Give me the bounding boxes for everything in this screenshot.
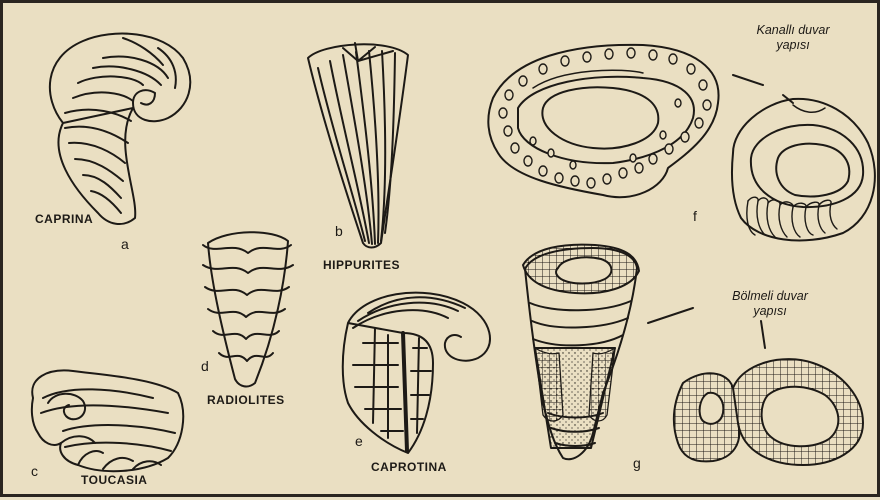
illustration-canvas [3, 3, 880, 500]
canal-wall-annotation: Kanallı duvar yapısı [738, 23, 848, 53]
section-g-letter: g [633, 455, 641, 471]
caprotina-shell-drawing [343, 293, 490, 453]
section-f-letter: f [693, 208, 697, 224]
toucasia-shell-drawing [32, 370, 183, 471]
radiolites-shell-drawing [203, 232, 293, 386]
toucasia-letter: c [31, 463, 38, 479]
toucasia-name: TOUCASIA [81, 473, 147, 487]
caprotina-letter: e [355, 433, 363, 449]
canal-wall-line1: Kanallı duvar [738, 23, 848, 38]
caprina-letter: a [121, 236, 129, 252]
chambered-wall-line2: yapısı [715, 304, 825, 319]
caprotina-name: CAPROTINA [371, 460, 447, 474]
caprina-name: CAPRINA [35, 212, 93, 226]
radiolites-letter: d [201, 358, 209, 374]
caprina-shell-drawing [50, 34, 190, 224]
hippurites-name: HIPPURITES [323, 258, 400, 272]
chambered-wall-annotation: Bölmeli duvar yapısı [715, 289, 825, 319]
section-f-drawing [488, 45, 875, 241]
section-g-drawing [523, 245, 863, 465]
radiolites-name: RADIOLITES [207, 393, 285, 407]
canal-wall-line2: yapısı [738, 38, 848, 53]
hippurites-shell-drawing [308, 43, 408, 248]
chambered-wall-line1: Bölmeli duvar [715, 289, 825, 304]
hippurites-letter: b [335, 223, 343, 239]
